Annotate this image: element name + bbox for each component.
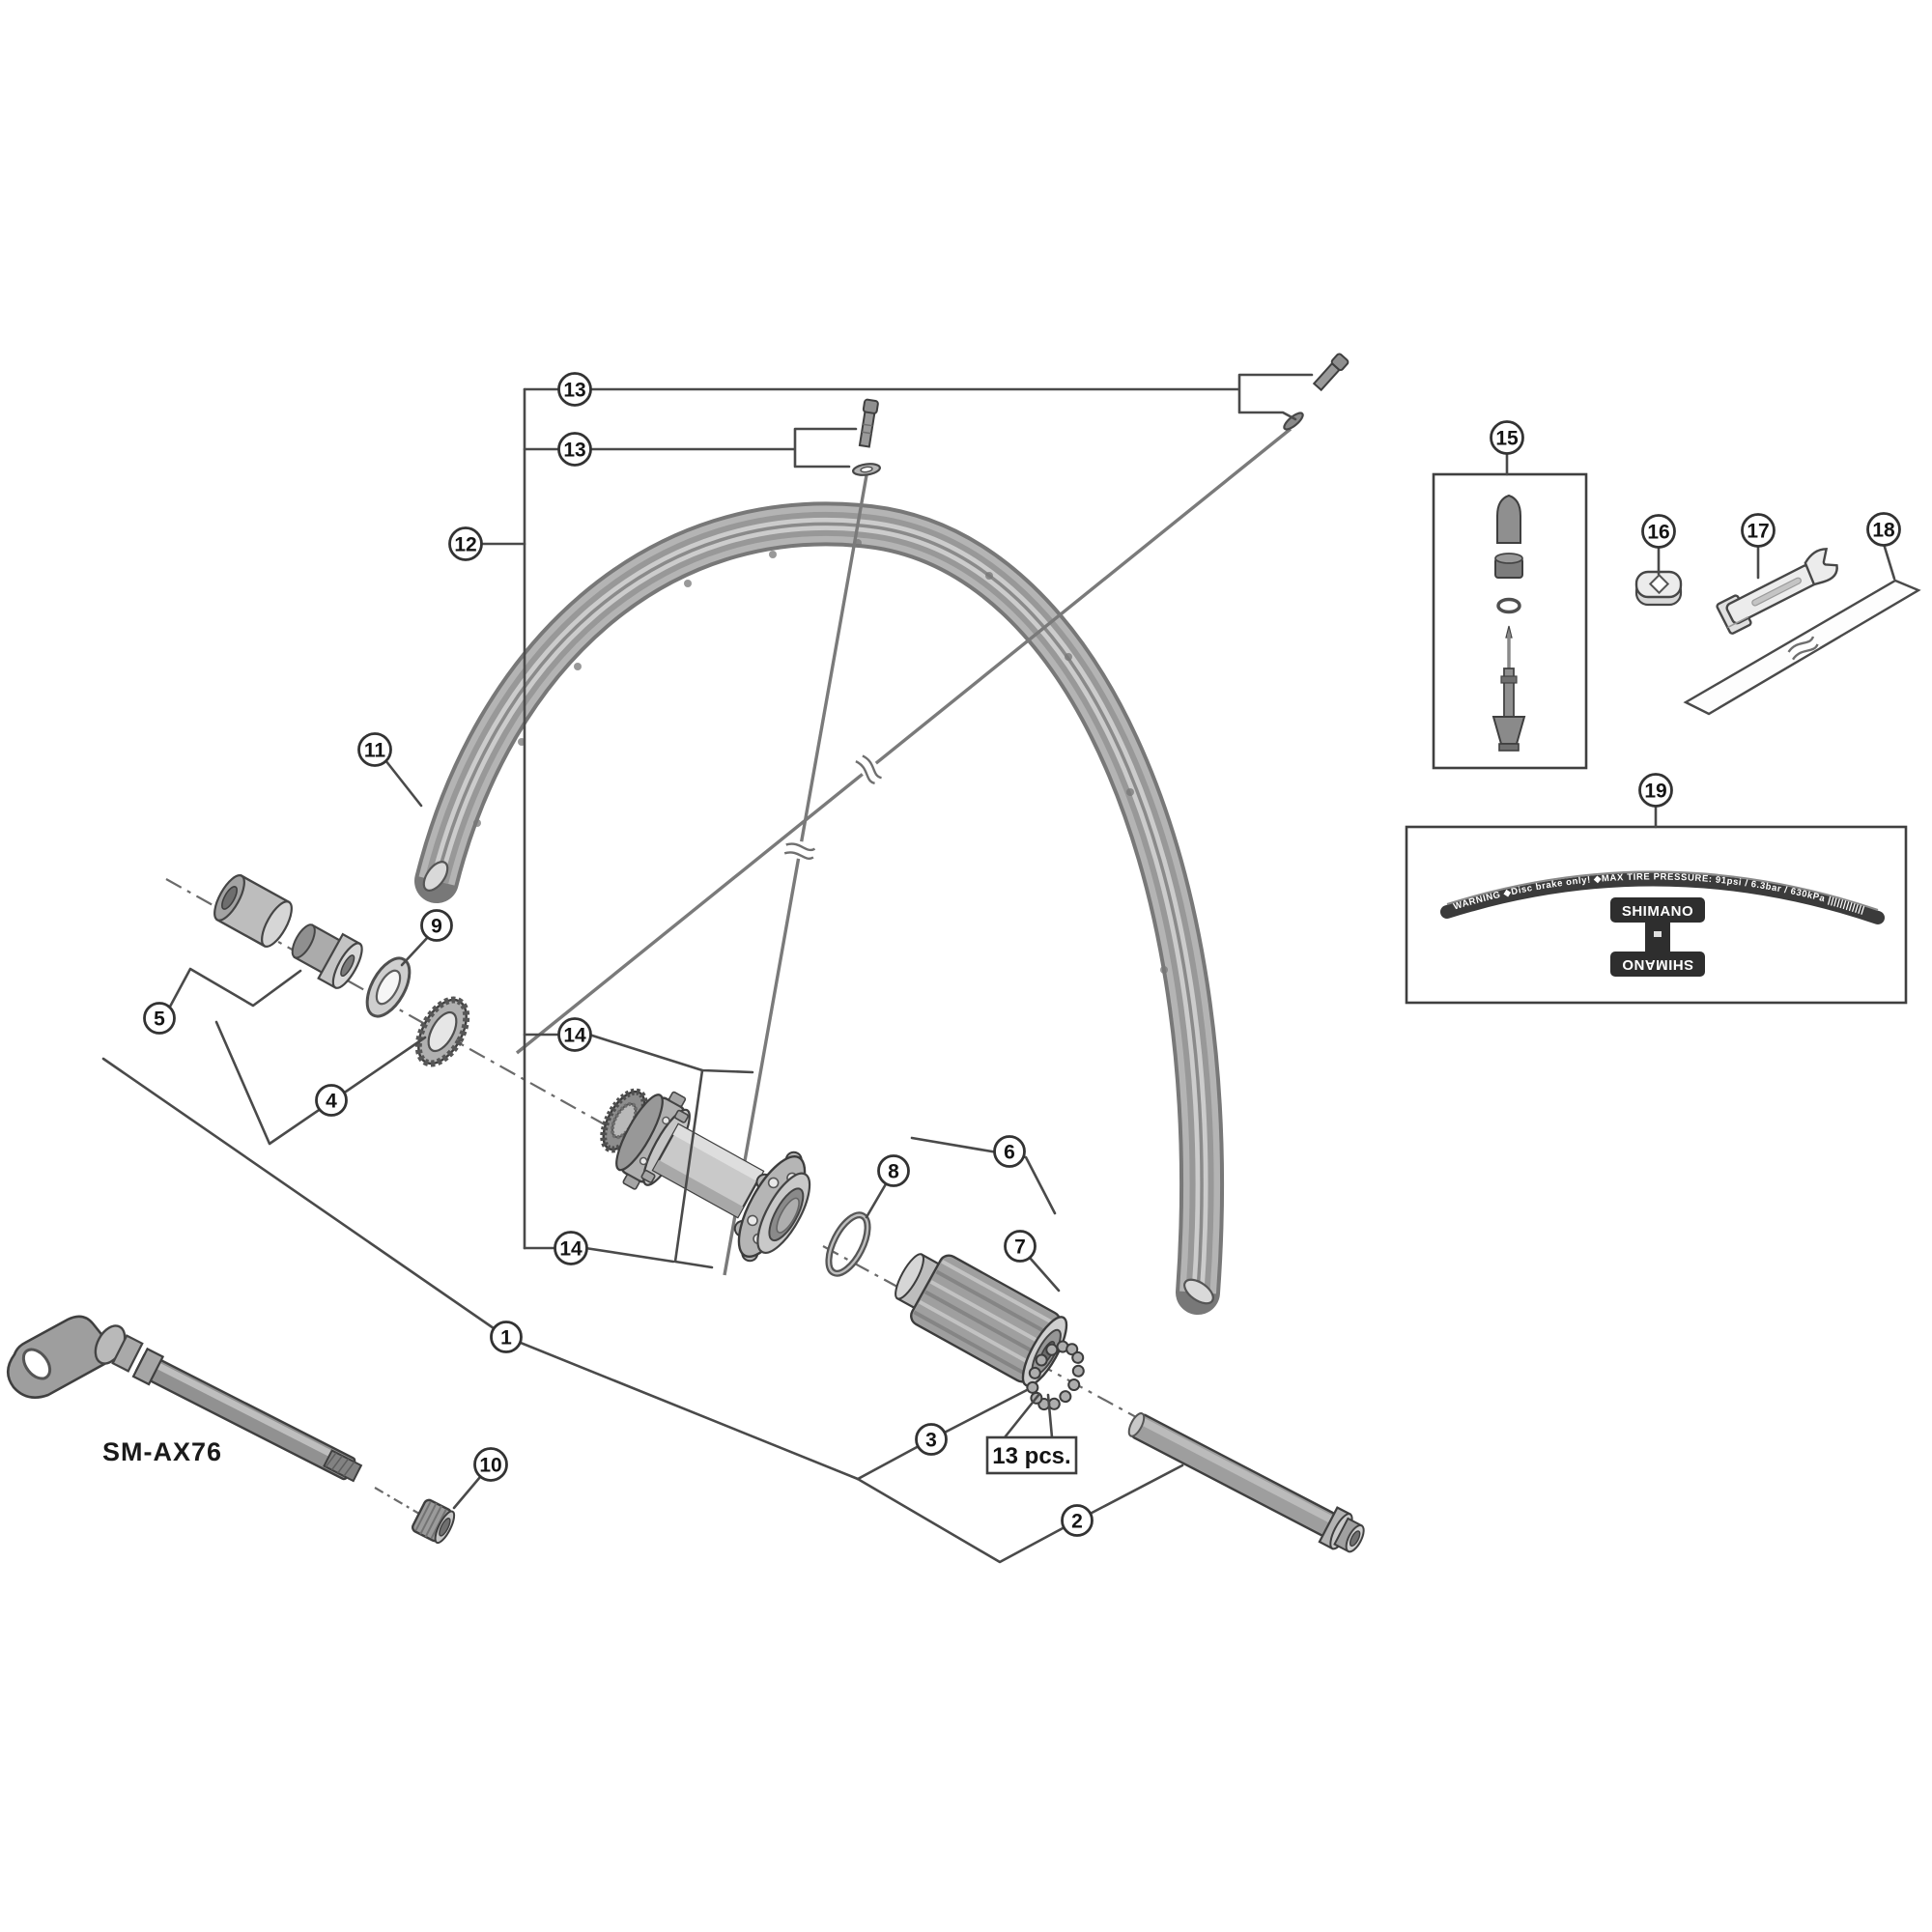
callout-2: 2: [1061, 1504, 1094, 1537]
seal-ring: [365, 956, 412, 1018]
hub-axle: [1127, 1412, 1365, 1553]
callout-6: 6: [993, 1135, 1026, 1168]
o-ring: [825, 1211, 871, 1277]
leader-14b: [523, 1246, 675, 1264]
valve-nut-icon: [1494, 553, 1523, 579]
spoke-a: [723, 474, 868, 1276]
leader-13b: [523, 427, 858, 469]
callout-3: 3: [915, 1423, 948, 1456]
spokes: [515, 353, 1350, 1276]
rim: [414, 501, 1225, 1315]
callout-5: 5: [143, 1002, 176, 1035]
svg-text:12: 12: [454, 534, 476, 556]
svg-text:17: 17: [1747, 521, 1769, 543]
hub-body: [600, 1088, 811, 1263]
svg-text:2: 2: [1071, 1511, 1083, 1533]
axle-end-nut: [411, 1498, 456, 1545]
callout-14-bottom: 14: [554, 1231, 588, 1265]
callout-8: 8: [877, 1154, 910, 1187]
leader-18: [1882, 542, 1896, 581]
leader-14a: [523, 1033, 704, 1072]
callout-15: 15: [1490, 420, 1524, 455]
hub-barrel: [651, 1122, 765, 1219]
callout-18: 18: [1866, 512, 1901, 547]
brand-logo: SHIMANO SHIMANO: [1610, 897, 1705, 977]
svg-text:1: 1: [500, 1327, 512, 1350]
svg-text:18: 18: [1872, 520, 1895, 542]
callout-13-bottom: 13: [557, 432, 592, 467]
rim-end-left: [422, 861, 449, 892]
svg-text:7: 7: [1014, 1236, 1026, 1259]
svg-text:9: 9: [431, 916, 442, 938]
callouts: 1 2 3 4 5 6 7 8 9 10 11 12 13 13 14 14 1…: [143, 372, 1901, 1537]
callout-1: 1: [490, 1321, 523, 1353]
leader-lines: [101, 373, 1896, 1564]
leader-2: [856, 1463, 1184, 1564]
leader-7: [1028, 1256, 1061, 1293]
quick-release-lever: [6, 1315, 144, 1399]
valve-stem-icon: [1492, 625, 1526, 752]
cone-nut: [291, 923, 363, 989]
callout-7: 7: [1004, 1230, 1037, 1263]
leader-4: [214, 1020, 427, 1146]
svg-text:4: 4: [326, 1091, 337, 1113]
svg-text:3: 3: [925, 1430, 937, 1452]
callout-19: 19: [1638, 773, 1673, 808]
freehub-body: [895, 1253, 1068, 1387]
callout-9: 9: [420, 909, 453, 942]
spoke-nipple-icon: [1312, 353, 1350, 392]
cone-wrench: [1716, 548, 1838, 635]
leader-9: [400, 935, 430, 967]
axle-shaft: [131, 1347, 363, 1483]
nipple-washer-icon: [852, 463, 881, 476]
model-label: SM-AX76: [102, 1437, 222, 1466]
dust-cap: [213, 874, 293, 948]
pieces-count-box: 13 pcs.: [985, 1435, 1078, 1475]
valve-hole-nut: [1634, 570, 1683, 607]
pieces-count-label: 13 pcs.: [992, 1443, 1070, 1469]
svg-text:19: 19: [1644, 781, 1666, 803]
leader-6: [910, 1136, 1057, 1215]
svg-text:14: 14: [559, 1238, 582, 1261]
rim-spoke-holes: [473, 539, 1168, 974]
leader-11: [384, 758, 423, 808]
callout-4: 4: [315, 1084, 348, 1117]
spoke-b: [515, 427, 1293, 1055]
valve-oring-icon: [1496, 597, 1521, 614]
callout-17: 17: [1741, 513, 1776, 548]
svg-text:6: 6: [1004, 1142, 1015, 1164]
hub-right-flange: [733, 1151, 811, 1263]
svg-text:11: 11: [364, 740, 386, 762]
callout-10: 10: [473, 1447, 508, 1482]
rim-end-right: [1183, 1278, 1214, 1305]
svg-text:13: 13: [563, 380, 585, 402]
valve-kit-box: [1432, 472, 1588, 770]
callout-16: 16: [1641, 514, 1676, 549]
svg-text:16: 16: [1647, 522, 1669, 544]
callout-12: 12: [448, 526, 483, 561]
callout-11: 11: [357, 732, 392, 767]
leader-13pcs: [1003, 1392, 1054, 1439]
svg-text:14: 14: [563, 1025, 586, 1047]
svg-text:5: 5: [154, 1009, 165, 1031]
svg-text:13: 13: [563, 440, 585, 462]
valve-cap-icon: [1496, 494, 1521, 544]
svg-text:10: 10: [479, 1455, 501, 1477]
spoke-nipple-icon: [858, 398, 879, 448]
lock-ring: [414, 996, 470, 1067]
leader-5: [168, 967, 302, 1009]
callout-14-top: 14: [557, 1017, 592, 1052]
leader-14-bracket: [673, 1068, 754, 1269]
leader-1: [101, 1057, 860, 1481]
rim-strip: [1683, 579, 1921, 716]
leader-13a: [523, 373, 1314, 421]
rim-tape-box: WARNING ◆Disc brake only! ◆MAX TIRE PRES…: [1405, 825, 1908, 1005]
brand-text-bottom: SHIMANO: [1622, 956, 1693, 973]
svg-text:15: 15: [1495, 428, 1519, 450]
thru-axle: [6, 1315, 456, 1545]
svg-text:8: 8: [888, 1161, 899, 1183]
callout-13-top: 13: [557, 372, 592, 407]
brand-text-top: SHIMANO: [1622, 903, 1693, 920]
